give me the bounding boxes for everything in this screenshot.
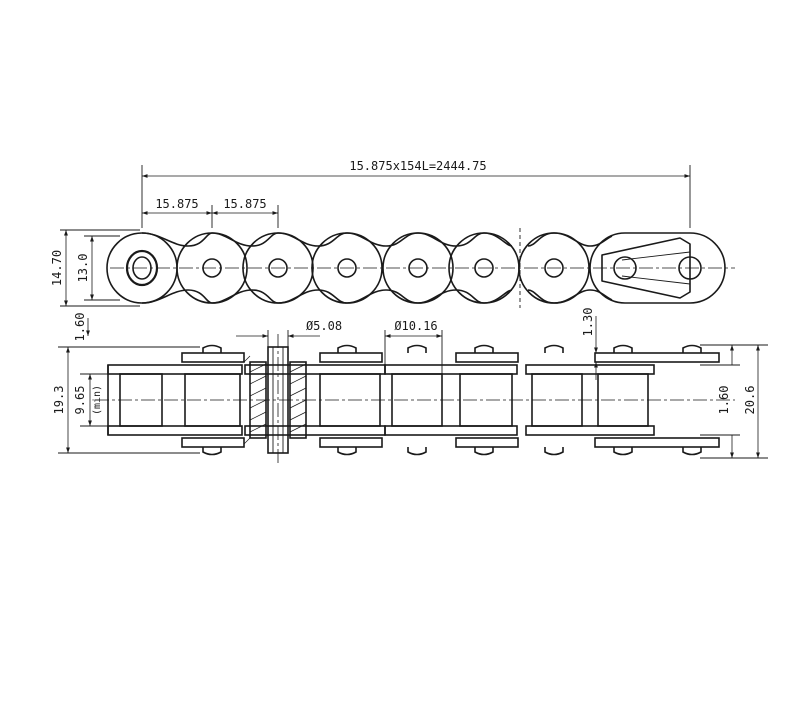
inner-width-note: (min) xyxy=(92,385,103,415)
plate-height-inner-label: 13.0 xyxy=(76,254,90,283)
plate-thickness-right-label: 1.60 xyxy=(717,386,731,415)
pin-length-label: 20.6 xyxy=(743,386,757,415)
section-pin xyxy=(243,346,307,454)
chain-side-view xyxy=(60,165,735,308)
pin-heads xyxy=(202,344,702,456)
roller-diameter-label: Ø10.16 xyxy=(394,319,437,333)
inner-width-label: 9.65 xyxy=(73,386,87,415)
chain-top-view xyxy=(58,316,768,465)
pitch-1-label: 15.875 xyxy=(155,197,198,211)
overall-width-label: 19.3 xyxy=(52,386,66,415)
offset-gap-label: 1.30 xyxy=(581,308,595,337)
plate-thickness-label: 1.60 xyxy=(73,313,87,342)
pin-diameter-label: Ø5.08 xyxy=(306,319,342,333)
overall-length-label: 15.875x154L=2444.75 xyxy=(349,159,486,173)
plate-height-outer-label: 14.70 xyxy=(50,250,64,286)
pitch-2-label: 15.875 xyxy=(223,197,266,211)
